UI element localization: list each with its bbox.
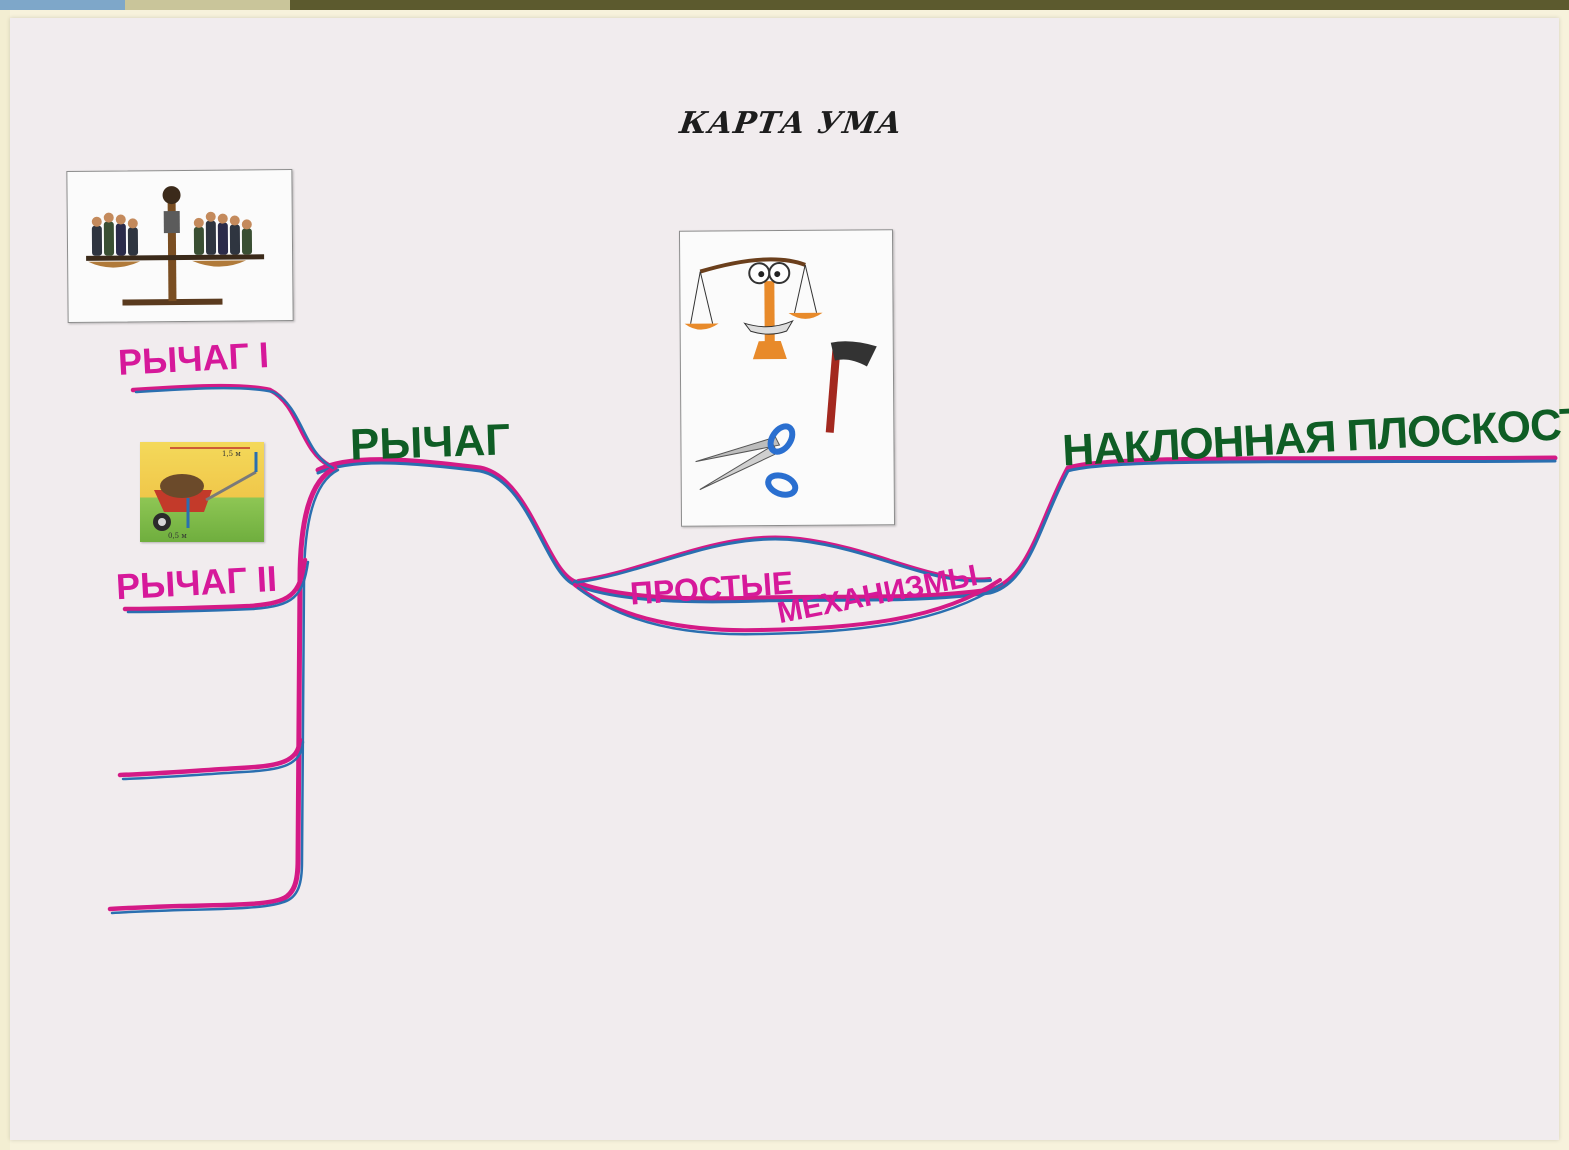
balance-beam-picture [66, 169, 294, 323]
wheelbarrow-picture: 1,5 м 0,5 м [140, 442, 264, 542]
top-border [0, 0, 1569, 10]
branch-lever2-pink [122, 557, 308, 612]
bubble-top-blue [573, 536, 992, 584]
figures-left [91, 212, 139, 256]
top-border-segment-beige [125, 0, 290, 10]
bubble-bottom-blue [576, 582, 1004, 636]
main-branch-blue [316, 459, 1557, 604]
wheelbarrow-icon: 1,5 м 0,5 м [153, 447, 258, 540]
bubble-top-pink [577, 535, 991, 581]
axe-icon [825, 341, 877, 433]
trunk-blue [282, 468, 340, 904]
label-lever-1: РЫЧАГ I [117, 334, 270, 383]
scales-icon [684, 257, 823, 360]
branch-empty-4-pink [107, 895, 287, 912]
dim-bottom-label: 0,5 м [168, 532, 187, 540]
trunk-pink [277, 465, 338, 903]
bubble-bottom-pink [573, 578, 1002, 633]
balance-beam-icon [86, 186, 265, 306]
label-lever-2: РЫЧАГ II [115, 557, 278, 608]
top-border-segment-blue [0, 0, 125, 10]
map-title: КАРТА УМА [677, 106, 905, 141]
scissors-icon [695, 423, 799, 498]
left-border [0, 10, 10, 1150]
figures-right [193, 211, 253, 255]
branch-lever2-blue [126, 560, 310, 614]
branch-empty-3-pink [117, 737, 303, 778]
dim-top-label: 1,5 м [222, 450, 241, 458]
label-lever: РЫЧАГ [349, 415, 511, 470]
branch-lever1-pink [130, 383, 333, 469]
main-branch-pink [315, 455, 1558, 602]
tools-icons [684, 257, 877, 498]
tools-picture [678, 229, 896, 527]
branch-empty-4-blue [110, 899, 288, 915]
branch-lever1-blue [134, 386, 335, 470]
branch-empty-3-blue [121, 740, 305, 781]
